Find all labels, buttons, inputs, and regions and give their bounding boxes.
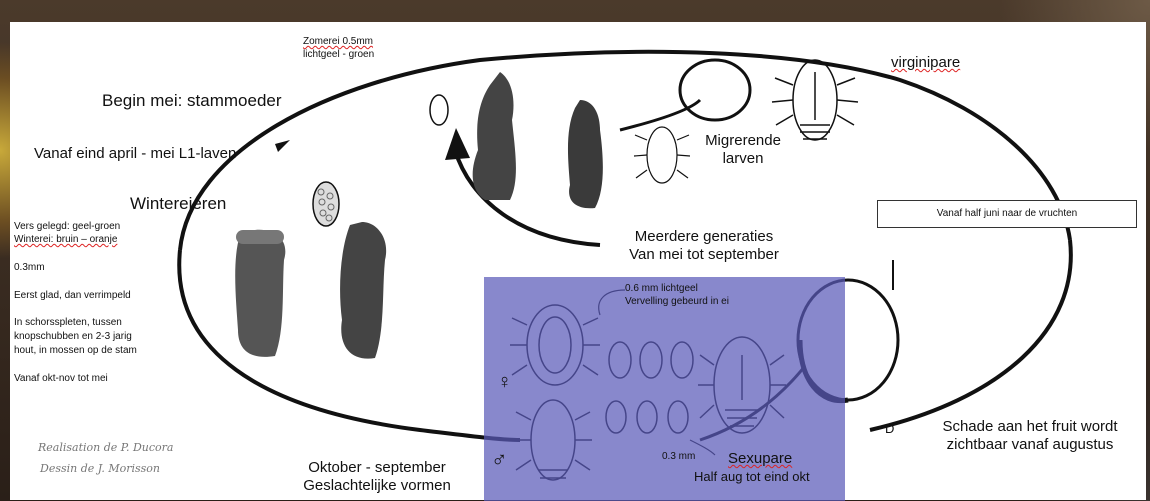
label-oktober: Oktober - september Geslachtelijke vorme… [282,459,472,495]
zomerei-title: Zomerei 0.5mm [303,35,373,48]
label-winterei: Winterei: bruin – oranje [14,233,117,246]
aphid-migrerende [634,127,690,183]
label-meerdere-generaties: Meerdere generaties Van mei tot septembe… [594,228,814,264]
note-half-juni-text: Vanaf half juni naar de vruchten [878,207,1136,220]
label-oktober-line2: Geslachtelijke vormen [282,477,472,495]
cycle-arrow-mark-left [275,140,290,152]
label-meerdere-line2: Van mei tot september [594,246,814,264]
label-oktober-line1: Oktober - september [282,459,472,477]
label-size-03-b: 0.3 mm [662,450,695,463]
label-half-aug: Half aug tot eind okt [694,469,810,485]
zomerei-color: lichtgeel - groen [303,48,374,61]
label-begin-mei: Begin mei: stammoeder [102,91,282,111]
cycle-arc-right [870,240,1071,430]
generations-arrow-head [445,128,470,160]
label-schors-2: knopschubben en 2-3 jarig [14,330,132,343]
label-schade-line2: zichtbaar vanaf augustus [912,436,1148,454]
label-sexupare: Sexupare [728,450,792,468]
label-size-03: 0.3mm [14,261,45,274]
label-d-mark: D [885,422,894,435]
label-migrerende-line1: Migrerende [698,132,788,150]
label-vanaf-eind-april: Vanaf eind april - mei L1-laven [34,145,236,163]
label-vanaf-okt: Vanaf okt-nov tot mei [14,372,108,385]
fruit-top [680,60,750,120]
label-schade-line1: Schade aan het fruit wordt [912,418,1148,436]
signature-line-1: Realisation de P. Ducora [38,441,173,454]
signature-line-2: Dessin de J. Morisson [40,462,160,475]
label-migrerende: Migrerende larven [698,132,788,168]
label-vers-gelegd: Vers gelegd: geel-groen [14,220,120,233]
label-wintereieren: Wintereieren [130,194,226,214]
male-symbol: ♂ [491,450,508,470]
label-migrerende-line2: larven [698,150,788,168]
label-meerdere-line1: Meerdere generaties [594,228,814,246]
label-vervelling: Vervelling gebeurd in ei [625,295,729,308]
twig-3 [235,230,285,357]
twig-1 [473,72,516,200]
label-schors-3: hout, in mossen op de stam [14,344,137,357]
label-schors-1: In schorsspleten, tussen [14,316,122,329]
aphid-virginipare [772,60,858,140]
note-box-half-juni: Vanaf half juni naar de vruchten [877,200,1137,228]
summer-egg [430,95,448,125]
twig-cap [236,230,284,244]
female-symbol: ♀ [497,372,512,392]
twig-2 [568,100,603,208]
label-virginipare: virginipare [891,54,960,72]
twig-4 [340,222,386,359]
label-eerst-glad: Eerst glad, dan verrimpeld [14,289,131,302]
label-06mm: 0.6 mm lichtgeel [625,282,698,295]
label-schade: Schade aan het fruit wordt zichtbaar van… [912,418,1148,454]
